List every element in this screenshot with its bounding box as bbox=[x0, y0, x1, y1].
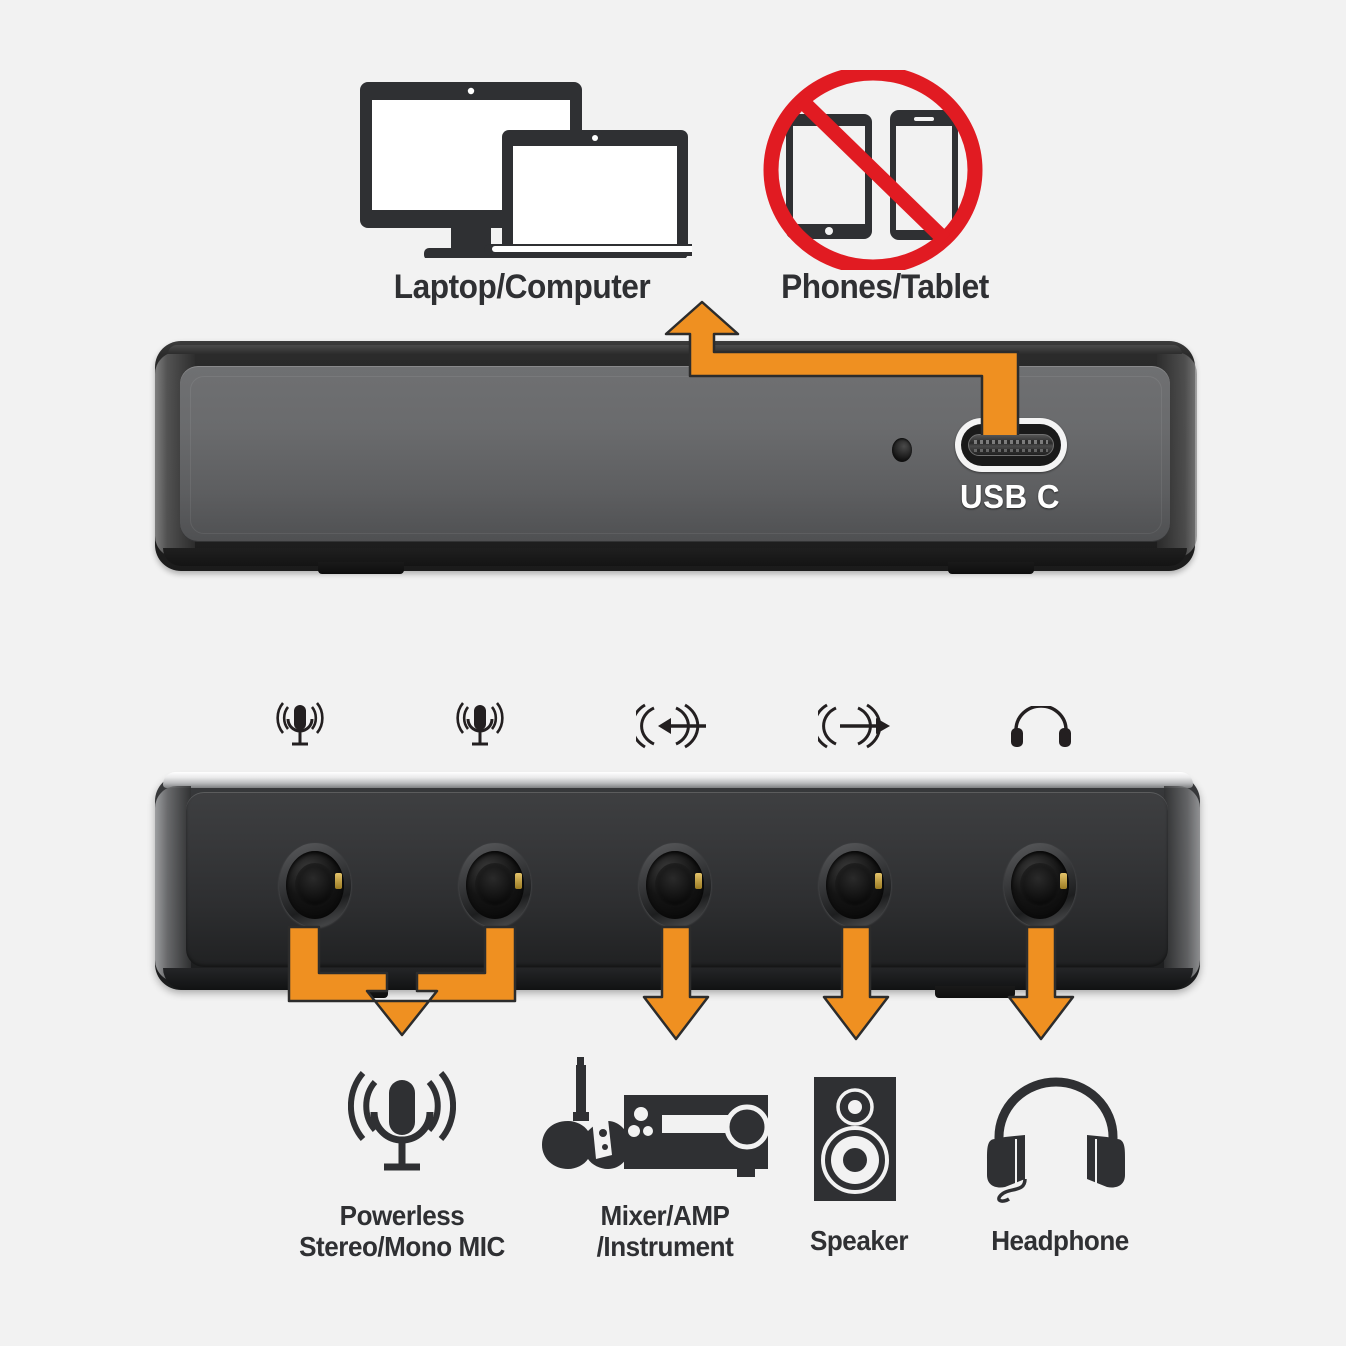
led-indicator-icon bbox=[892, 438, 912, 462]
phone-tablet-prohibited-icon bbox=[763, 65, 983, 275]
trs-jack-3 bbox=[639, 843, 711, 927]
trs-jack-ring bbox=[1020, 863, 1060, 907]
trs-jack-contact bbox=[335, 873, 342, 889]
over-ear-headphone-icon bbox=[987, 1077, 1125, 1203]
mixer-jack-arrow bbox=[640, 925, 712, 1045]
studio-speaker-icon bbox=[814, 1077, 896, 1201]
port-icon-mic-1 bbox=[276, 700, 324, 752]
trs-jack-contact bbox=[1060, 873, 1067, 889]
trs-jack-5 bbox=[1004, 843, 1076, 927]
device-rear-foot-right bbox=[935, 986, 1015, 998]
device-front-bottom-rail bbox=[163, 548, 1187, 566]
speaker-device-icon-group bbox=[812, 1075, 898, 1203]
line-out-arrow-icon bbox=[812, 703, 890, 749]
port-icon-line-in bbox=[630, 702, 712, 750]
laptop-computer-icon-group bbox=[352, 78, 706, 260]
microphone-broadcast-icon bbox=[347, 1071, 457, 1171]
mic-device-icon-group bbox=[347, 1068, 457, 1180]
trs-jack-4 bbox=[819, 843, 891, 927]
trs-jack-1 bbox=[279, 843, 351, 927]
mic-device-label: Powerless Stereo/Mono MIC bbox=[299, 1200, 505, 1263]
phones-tablet-label: Phones/Tablet bbox=[781, 268, 989, 306]
laptop-computer-label: Laptop/Computer bbox=[393, 268, 651, 306]
line-in-arrow-icon bbox=[630, 703, 706, 749]
trs-jack-contact bbox=[875, 873, 882, 889]
trs-jack-ring bbox=[475, 863, 515, 907]
device-front-top-edge bbox=[168, 345, 1182, 354]
headphone-jack-arrow bbox=[1005, 925, 1077, 1045]
guitar-amp-icon bbox=[542, 1057, 770, 1177]
mic-jacks-merged-arrow bbox=[285, 925, 520, 1050]
usb-c-port-pins-bottom bbox=[974, 449, 1048, 452]
speaker-device-label: Speaker bbox=[809, 1225, 909, 1256]
headphone-device-icon-group bbox=[985, 1075, 1127, 1203]
usb-c-port-label: USB C bbox=[960, 478, 1060, 515]
port-icon-mic-2 bbox=[456, 700, 504, 752]
trs-jack-ring bbox=[835, 863, 875, 907]
device-front-foot-right bbox=[948, 562, 1034, 574]
usb-c-to-laptop-arrow bbox=[650, 300, 1050, 440]
device-rear-right-bevel bbox=[1164, 786, 1200, 982]
trs-jack-2 bbox=[459, 843, 531, 927]
headphone-icon bbox=[1011, 704, 1071, 747]
microphone-icon bbox=[276, 702, 324, 746]
device-rear-top-highlight bbox=[163, 772, 1193, 788]
trs-jack-contact bbox=[515, 873, 522, 889]
port-icon-line-out bbox=[812, 702, 894, 750]
trs-jack-contact bbox=[695, 873, 702, 889]
usb-c-port-pins-top bbox=[974, 440, 1048, 444]
device-front-foot-left bbox=[318, 562, 404, 574]
port-icon-headphone bbox=[1008, 704, 1074, 750]
microphone-icon bbox=[456, 702, 504, 746]
trs-jack-ring bbox=[295, 863, 335, 907]
headphone-device-label: Headphone bbox=[991, 1225, 1129, 1256]
phones-tablet-icon-group bbox=[758, 65, 998, 275]
device-front-panel-inner-line bbox=[190, 376, 1162, 534]
device-rear-left-bevel bbox=[155, 786, 191, 982]
mixer-amp-icon-group bbox=[540, 1055, 770, 1180]
usb-c-port-slot bbox=[968, 434, 1054, 456]
speaker-jack-arrow bbox=[820, 925, 892, 1045]
mixer-amp-label: Mixer/AMP /Instrument bbox=[596, 1200, 734, 1263]
trs-jack-ring bbox=[655, 863, 695, 907]
monitor-laptop-icon bbox=[360, 82, 706, 260]
